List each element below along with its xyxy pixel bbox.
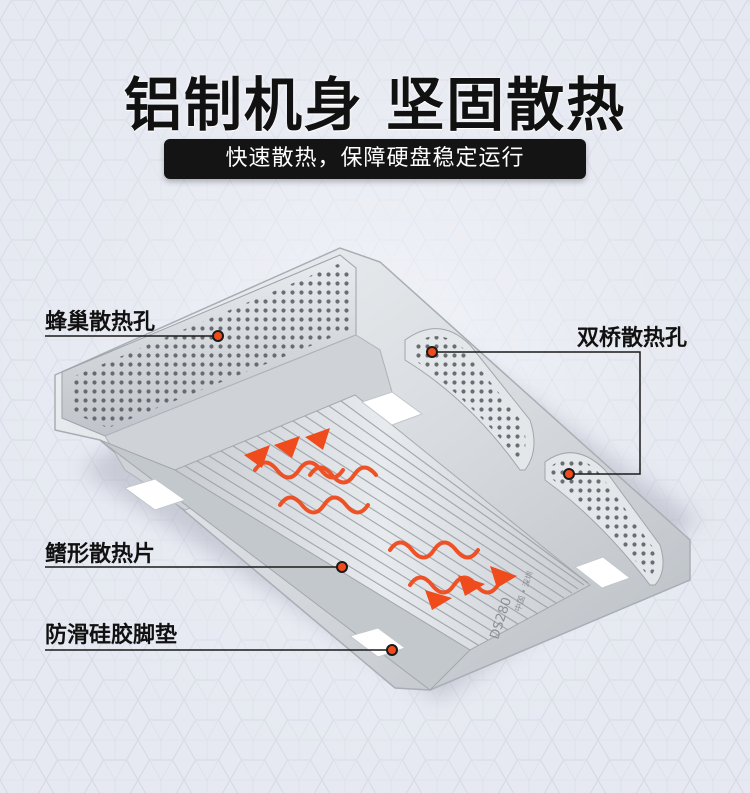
callout-fin-heatsink: 鳍形散热片	[45, 542, 156, 567]
airflow-arrow-down-2	[458, 575, 485, 596]
airflow-arrow-down-3	[490, 566, 517, 588]
callout-dot-bridge-1	[426, 346, 438, 358]
callout-dot-bridge-2	[563, 468, 575, 480]
callout-dot-fin	[336, 561, 348, 573]
callout-line-bridge	[432, 351, 641, 475]
subtitle-banner: 快速散热，保障硬盘稳定运行	[164, 139, 586, 179]
airflow-arrow-up-1	[244, 445, 270, 468]
airflow-wave-1	[253, 460, 345, 480]
airflow-wave-3	[308, 465, 378, 485]
callout-anti-slip-pads: 防滑硅胶脚垫	[45, 623, 178, 648]
page-title: 铝制机身 坚固散热	[123, 71, 627, 139]
foot-pad-1	[360, 391, 424, 426]
subtitle-text: 快速散热，保障硬盘稳定运行	[225, 146, 525, 171]
callout-honeycomb-vents: 蜂巢散热孔	[45, 310, 156, 335]
callout-dual-bridge-vents: 双桥散热孔	[577, 326, 688, 351]
foot-pad-3	[573, 556, 632, 589]
callout-dot-pad	[386, 644, 398, 656]
foot-pad-2	[123, 478, 187, 511]
airflow-wave-5	[408, 575, 500, 595]
callout-dot-honeycomb	[212, 330, 224, 342]
airflow-wave-4	[388, 540, 480, 560]
airflow-wave-2	[278, 495, 370, 515]
airflow-arrow-up-2	[274, 436, 300, 458]
airflow-arrow-up-3	[305, 428, 330, 450]
airflow-arrow-down-1	[425, 590, 452, 610]
